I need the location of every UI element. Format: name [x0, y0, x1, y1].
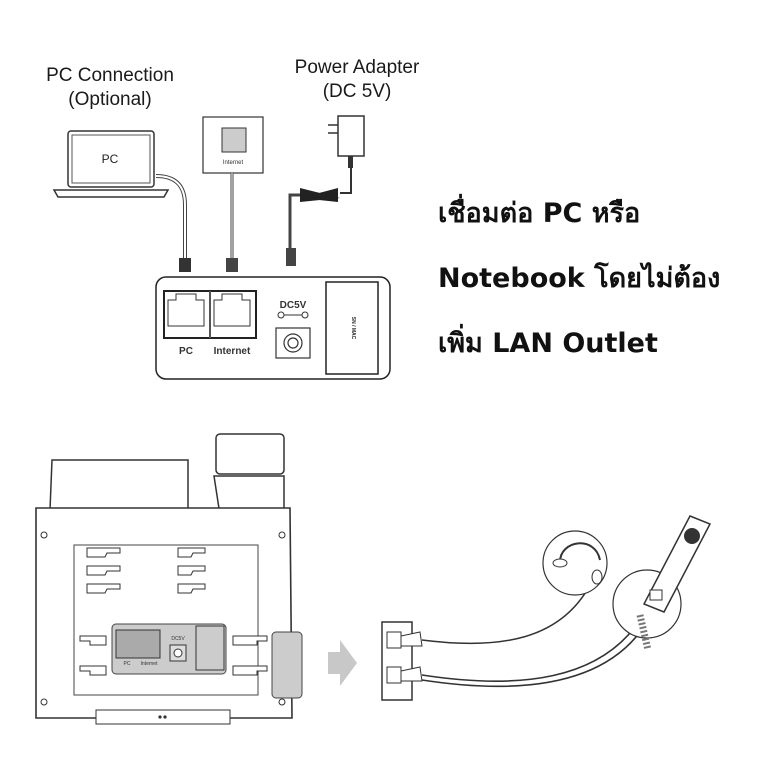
caption-line-2: Notebook โดยไม่ต้อง [438, 263, 721, 294]
wall-jack-label: Internet [223, 160, 244, 166]
sn-mac-text: SN / MAC [350, 317, 356, 340]
rear-internet-label: Internet [141, 661, 159, 667]
pc-port [167, 293, 205, 327]
handset-icon [612, 515, 712, 651]
phone-back-panel: PC Internet DC5V SN / MAC [155, 276, 391, 380]
internet-port [213, 293, 251, 327]
sn-mac-label-area [325, 281, 379, 375]
pc-connection-label: PC Connection (Optional) [20, 64, 200, 112]
pc-port-label: PC [179, 346, 193, 357]
power-adapter-label: Power Adapter (DC 5V) [272, 56, 442, 104]
right-arrow-icon [328, 640, 357, 686]
handset-headset-ports [381, 584, 646, 701]
laptop-screen-label: PC [102, 152, 119, 166]
caption-line-1: เชื่อมต่อ PC หรือ [438, 198, 641, 229]
power-adapter-icon [286, 115, 365, 266]
caption-line-3: เพิ่ม LAN Outlet [438, 328, 658, 359]
power-adapter-title: Power Adapter [294, 57, 420, 78]
rj45-plug-pc [179, 258, 191, 272]
rear-pc-label: PC [124, 661, 131, 667]
pc-connection-optional: (Optional) [68, 89, 152, 110]
laptop-icon: PC [52, 130, 170, 198]
rear-dc-label: DC5V [171, 636, 185, 642]
headset-port-cover [271, 631, 303, 699]
dc-jack [275, 327, 311, 359]
phone-rear-view: PC Internet DC5V [35, 433, 303, 725]
internet-port-label: Internet [214, 346, 251, 357]
phone-stand [49, 459, 189, 511]
power-adapter-voltage: (DC 5V) [322, 81, 392, 102]
dc-port-label: DC5V [280, 300, 307, 311]
handset-top [215, 433, 285, 475]
internet-wall-jack: Internet [202, 116, 264, 174]
rj45-plug-internet [226, 258, 238, 272]
pc-connection-title: PC Connection [46, 65, 174, 86]
headset-icon [542, 530, 608, 596]
